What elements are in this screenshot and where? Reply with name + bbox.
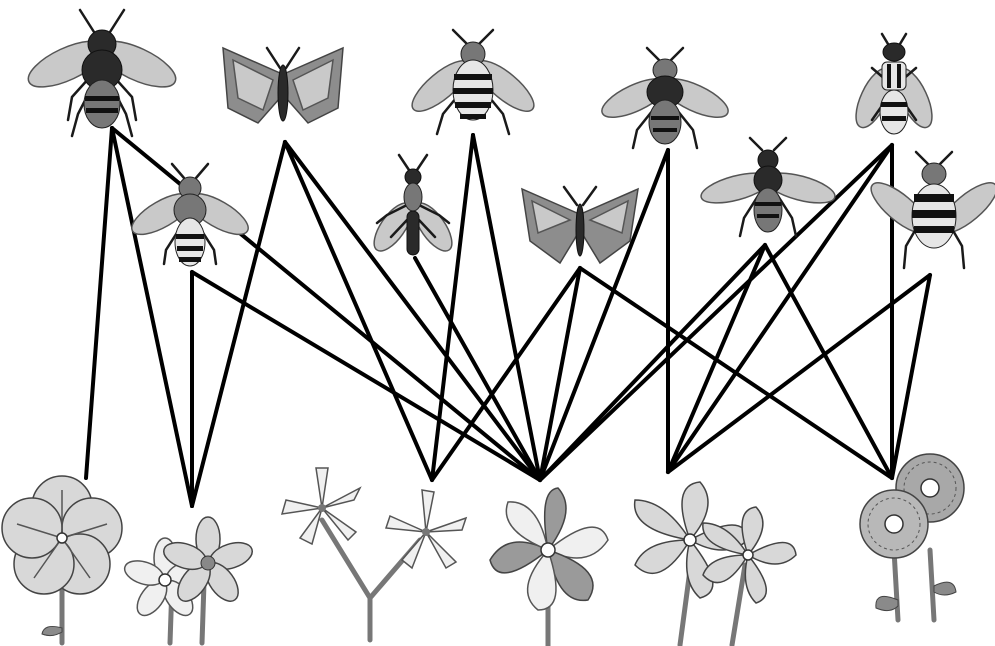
plant-f5 bbox=[635, 482, 796, 645]
pollinator-p5 bbox=[405, 30, 541, 134]
pollinator-p9 bbox=[849, 34, 940, 134]
plant-f6 bbox=[860, 454, 964, 620]
plant-f2 bbox=[122, 517, 256, 643]
pollinator-p2 bbox=[126, 164, 254, 266]
plant-f4 bbox=[490, 488, 608, 646]
pollinator-p4 bbox=[367, 155, 459, 257]
pollinator-p7 bbox=[597, 48, 733, 148]
plant-f1 bbox=[2, 476, 122, 643]
pollinator-p3 bbox=[223, 48, 343, 123]
pollinator-p6 bbox=[522, 187, 638, 263]
link-p4-f4 bbox=[415, 258, 540, 480]
link-p1-f1 bbox=[86, 128, 112, 478]
link-p10-f6 bbox=[892, 275, 930, 478]
link-p8-f6 bbox=[765, 245, 892, 478]
plant-f3 bbox=[282, 468, 466, 640]
link-p5-f4 bbox=[473, 135, 540, 480]
pollinator-p1 bbox=[22, 10, 182, 136]
pollinator-p8 bbox=[698, 138, 838, 236]
pollinator-p10 bbox=[864, 152, 995, 268]
